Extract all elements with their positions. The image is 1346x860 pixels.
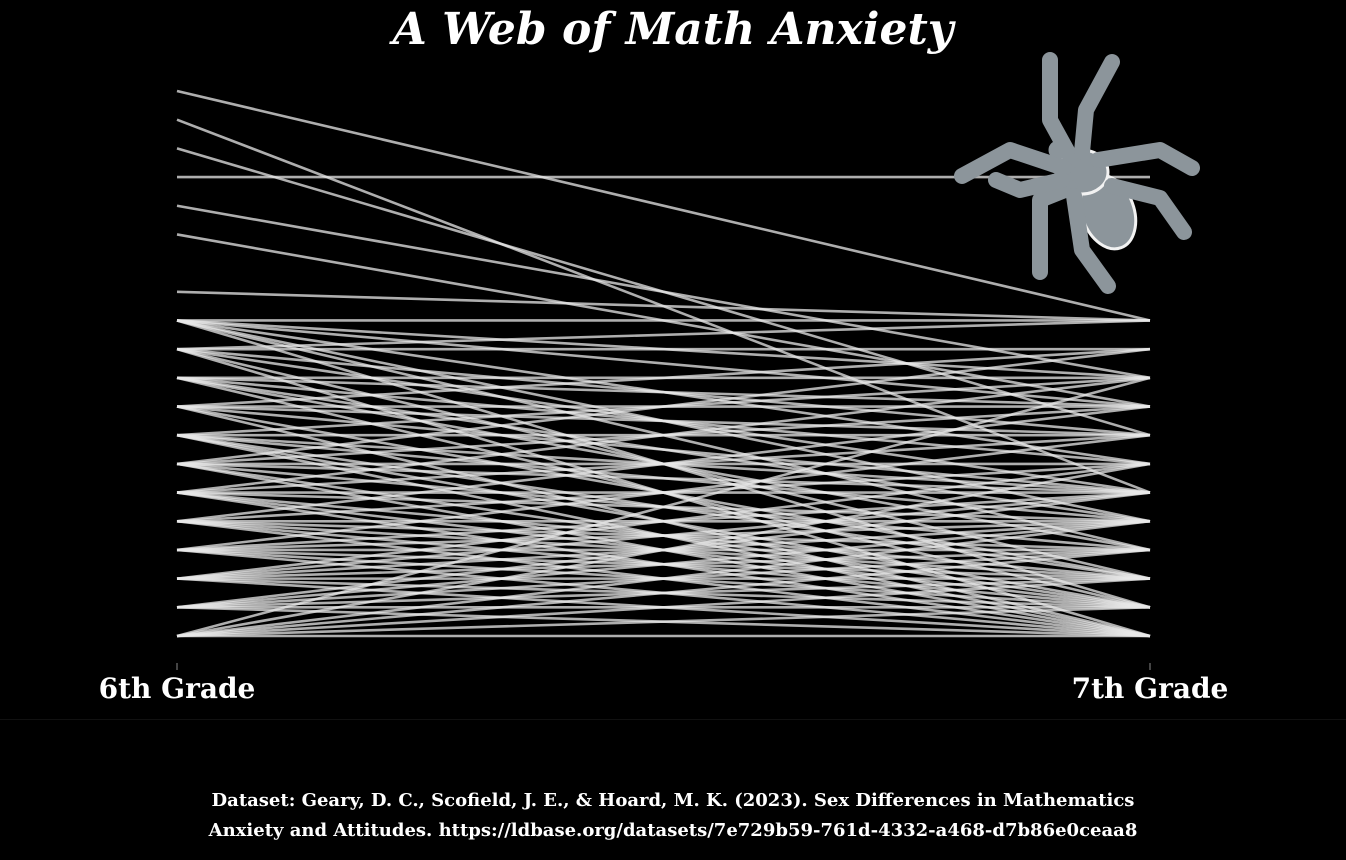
web-line-21: [176, 376, 1151, 408]
divider: [0, 719, 1346, 720]
web-line-73: [176, 491, 1151, 580]
chart-plot-area: [176, 52, 1200, 670]
web-line-84: [176, 519, 1151, 638]
web-line-6: [176, 290, 1151, 322]
caption: Dataset: Geary, D. C., Scofield, J. E., …: [0, 786, 1346, 846]
web-line-72: [176, 462, 1151, 580]
web-line-59: [176, 405, 1151, 523]
web-line-83: [176, 548, 1151, 638]
web-line-31: [176, 347, 1151, 408]
chart-title: A Web of Math Anxiety: [392, 4, 954, 55]
x-tick-label-6th-grade: 6th Grade: [98, 672, 256, 705]
web-line-12: [176, 319, 1151, 408]
web-line-81: [176, 577, 1151, 638]
web-line-45: [176, 462, 1151, 494]
web-line-27: [176, 405, 1151, 494]
web-line-82: [176, 606, 1151, 638]
web-line-66: [176, 433, 1151, 552]
x-axis-ticks: [176, 663, 1151, 670]
web-line-0: [176, 89, 1151, 322]
web-line-44: [176, 347, 1151, 466]
caption-line-2: Anxiety and Attitudes. https://ldbase.or…: [208, 820, 1138, 841]
x-tick-label-7th-grade: 7th Grade: [1071, 672, 1229, 705]
web-line-29: [176, 405, 1151, 437]
caption-line-1: Dataset: Geary, D. C., Scofield, J. E., …: [211, 790, 1135, 811]
web-line-85: [176, 462, 1151, 638]
web-line-86: [176, 376, 1151, 638]
web-line-4: [176, 204, 1151, 380]
spider-icon: [954, 52, 1200, 294]
web-line-18: [176, 319, 1151, 351]
web-line-52: [176, 376, 1151, 494]
web-lines-group: [176, 89, 1151, 638]
